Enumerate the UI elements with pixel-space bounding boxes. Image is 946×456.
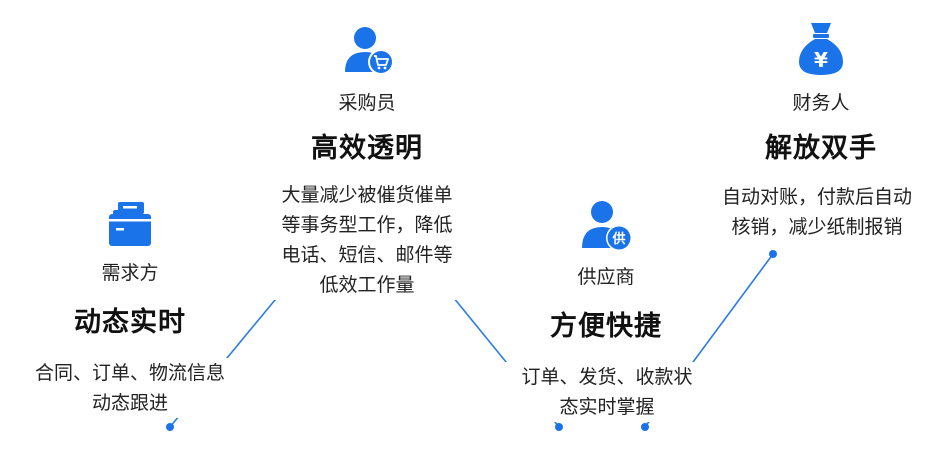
supplier-badge-text: 供 (611, 231, 625, 247)
role-label-finance: 财务人 (792, 92, 850, 114)
description-line: 电话、短信、邮件等 (281, 244, 453, 266)
connector-dot (641, 423, 649, 431)
description-line: 等事务型工作，降低 (281, 214, 453, 236)
description-supplier: 订单、发货、收款状 态实时掌握 (487, 362, 727, 422)
description-demand-side: 合同、订单、物流信息 动态跟进 (5, 358, 255, 418)
connector-dot (769, 250, 777, 258)
benefit-title-buyer: 高效透明 (311, 133, 423, 164)
description-line: 低效工作量 (319, 274, 415, 296)
description-line: 大量减少被催货催单 (281, 184, 453, 206)
benefit-title-demand-side: 动态实时 (74, 307, 186, 338)
supplier-icon: 供 (582, 201, 632, 251)
role-label-buyer: 采购员 (338, 92, 396, 114)
money-bag-badge-text: ¥ (814, 48, 828, 72)
money-bag-icon: ¥ (799, 23, 843, 75)
description-line: 自动对账，付款后自动 (721, 186, 912, 208)
folder-icon (109, 202, 151, 246)
description-line: 合同、订单、物流信息 (34, 362, 225, 384)
description-line: 动态跟进 (91, 392, 168, 414)
description-finance: 自动对账，付款后自动 核销，减少纸制报销 (690, 182, 944, 242)
benefit-title-finance: 解放双手 (765, 133, 877, 164)
description-buyer: 大量减少被催货催单 等事务型工作，降低 电话、短信、邮件等 低效工作量 (247, 180, 487, 300)
connector-dot (555, 423, 563, 431)
description-line: 核销，减少纸制报销 (731, 216, 903, 238)
description-line: 订单、发货、收款状 (521, 366, 693, 388)
role-label-demand-side: 需求方 (101, 262, 159, 284)
connector-dot (166, 423, 174, 431)
description-line: 态实时掌握 (559, 396, 655, 418)
benefit-title-supplier: 方便快捷 (550, 311, 662, 342)
role-label-supplier: 供应商 (577, 266, 635, 288)
buyer-cart-icon (345, 27, 394, 75)
